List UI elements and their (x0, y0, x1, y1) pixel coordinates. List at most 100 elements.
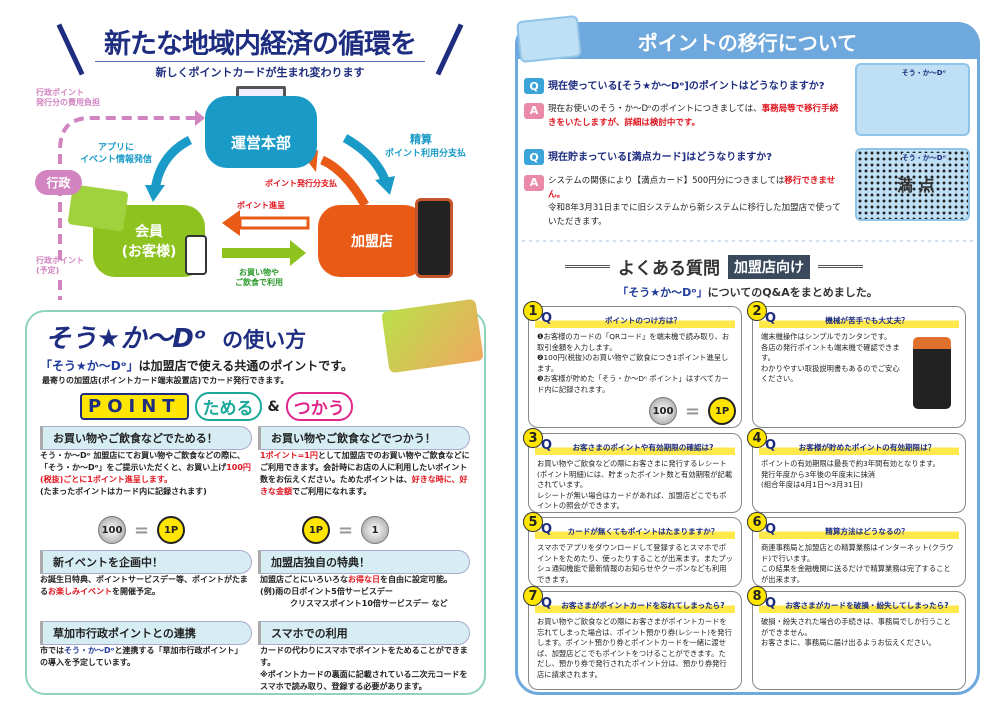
faq-question-text: ポイントのつけ方は？ (605, 316, 681, 325)
q-mark: Q (541, 311, 553, 326)
card-label: そう・か〜Dᵒ (901, 69, 946, 77)
earn-text: そう・か〜Dᵒ 加盟店にてお買い物やご飲食などの際に、「そう・か〜Dᵒ」をご提示… (40, 451, 245, 472)
old-card-thumbnail (515, 14, 583, 64)
dotted-divider (520, 239, 975, 243)
shopping-arrow (222, 248, 290, 258)
usage-lead-sub: 最寄りの加盟店(ポイントカード端末設置店)でカード発行できます。 (42, 376, 289, 385)
faq-question-text: カードが無くてもポイントはたまりますか？ (567, 527, 719, 536)
q-mark: Q (541, 438, 553, 453)
coin-equation-earn: 100 = 1P (98, 516, 186, 544)
section-text-use: 1ポイント=1円として加盟店でのお買い物やご飲食などにご利用できます。会計時にお… (260, 450, 475, 498)
migration-header (515, 22, 980, 59)
equals-sign: = (134, 519, 150, 541)
mascot-card-image (381, 298, 484, 374)
settle-label: ポイント利用分支払 (385, 149, 467, 159)
section-text-earn: そう・か〜Dᵒ 加盟店にてお買い物やご飲食などの際に、「そう・か〜Dᵒ」をご提示… (40, 450, 255, 498)
answer-1-text: 現在お使いのそう・か〜Dᵒのポイントにつきましては、 (548, 104, 762, 114)
equals-sign: = (685, 400, 701, 422)
use-text-end: でご利用になれます。 (292, 487, 372, 496)
issue-pay-label: ポイント発行分支払 (265, 179, 337, 188)
benefit-example-1: (例)雨の日ポイント5倍サービスデー (260, 587, 393, 596)
faq-question-text: お客さまがポイントカードを忘れてしまったら? (561, 601, 725, 610)
tameru-word: ためる (194, 392, 262, 421)
faq-answer: ❶お客様のカードの「QRコード」を端末機で読み取り、お取引金額を入力します。 ❷… (537, 332, 730, 394)
use-text: として加盟店でのお買い物やご飲食などにご利用できます。会計時にお店の人に利用した… (260, 451, 470, 484)
faq-answer: 商連事務局と加盟店との精算業務はインターネット(クラウド)で行います。 この結果… (761, 543, 954, 584)
faq-question-text: 精算方法はどうなるの？ (825, 527, 909, 536)
app-arrowhead (145, 185, 165, 202)
page-subtitle: 新しくポイントカードが生まれ変わります (155, 66, 365, 79)
settle-arrowhead (375, 176, 395, 195)
section-head-store-benefit: 加盟店独自の特典！ (258, 550, 470, 574)
heading-rule-left (565, 265, 610, 268)
q-mark: Q (541, 596, 553, 611)
migration-title: ポイントの移行について (637, 31, 858, 55)
section-text-store-benefit: 加盟店ごとにいろいろなお得な日を自由に設定可能。 (例)雨の日ポイント5倍サービ… (260, 574, 475, 610)
issue-pay-arrow (320, 155, 369, 208)
answer-2-red: 移行できません。 (548, 176, 836, 200)
faq-subtitle: 「そう★か〜Dᵒ」についてのQ&Aをまとめました。 (515, 284, 980, 300)
title-slash-left (56, 23, 85, 76)
event-text-red: お楽しみイベント (48, 587, 112, 596)
gov-brand: そう・か〜Dᵒ (64, 646, 115, 655)
benefit-text: 加盟店ごとにいろいろな (260, 575, 348, 584)
answer-1: A 現在お使いのそう・か〜Dᵒのポイントにつきましては、事務局等で移行手続きをい… (524, 103, 842, 130)
answer-2-text: システムの関係により【満点カード】500円分につきましては (548, 176, 785, 186)
answer-1-red: 事務局等で移行手続きをいたしますが、詳細は検討中です。 (548, 104, 839, 128)
faq-answer: 破損・紛失された場合の手続きは、事務局でしか行うことができません。 お客さまに、… (761, 617, 951, 648)
use-text-red: 1ポイント=1円 (260, 451, 318, 460)
title-slash-right (435, 23, 464, 76)
event-text: お誕生日特典、ポイントサービスデー等、ポイントがたまる (40, 575, 248, 596)
grant-arrow (238, 216, 310, 230)
faq-answer: ポイントの有効期限は最長で約3年間有効となります。 発行年度から3年後の年度末に… (761, 459, 940, 490)
coin-100-yen: 100 (98, 516, 126, 544)
gov-point-arrow (58, 280, 62, 300)
section-head-earn: お買い物やご飲食などでためる！ (40, 426, 252, 450)
question-2-text: 現在貯まっている[満点カード]はどうなりますか? (548, 152, 773, 163)
section-head-gov-point: 草加市行政ポイントとの連携 (40, 621, 252, 645)
faq-answer: 端末機操作はシンプルでカンタンです。 各店の発行ポイントも端末機で確認できます。… (761, 332, 900, 384)
gov-point-label: 行政ポイント (予定) (36, 256, 84, 276)
benefit-text-end: を自由に設定可能。 (380, 575, 452, 584)
tsukau-word: つかう (285, 392, 353, 421)
use-text-red2: 好きな時に、好きな金額 (260, 475, 468, 496)
benefit-example-2: クリスマスポイント10倍サービスデー など (290, 599, 448, 608)
settle-title: 精算 (410, 133, 432, 146)
faq-answer: スマホでアプリをダウンロードして登録するとスマホでポイントをためたり、使ったりす… (537, 543, 733, 584)
card-label: そう・か〜Dᵒ (901, 153, 946, 163)
page-title: 新たな地域内経済の循環を (95, 22, 425, 62)
usage-panel (25, 310, 486, 695)
section-head-use: お買い物やご飲食などでつかう！ (258, 426, 470, 450)
gov-text-end: と連携する「草加市行政ポイント」の導入を予定しています。 (40, 646, 243, 667)
faq-question-text: お客さまがカードを破損・紛失してしまったら? (785, 601, 949, 610)
shopping-label: お買い物や ご飲食で利用 (235, 268, 283, 288)
faq-question: Q ポイントのつけ方は？ (535, 311, 735, 328)
q-icon: Q (524, 78, 544, 94)
amp: & (267, 398, 280, 415)
faq-answer: お買い物やご飲食などの際にお客さまがポイントカードを忘れてしまった場合は、ポイン… (537, 617, 732, 679)
section-text-gov-point: 市ではそう・か〜Dᵒと連携する「草加市行政ポイント」の導入を予定しています。 (40, 645, 250, 669)
usage-lead: 「そう★か〜Dᵒ」は加盟店で使える共通のポイントです。 (40, 357, 353, 374)
question-1-text: 現在使っている[そう★か〜Dᵒ]のポイントはどうなりますか? (548, 81, 825, 92)
section-text-event: お誕生日特典、ポイントサービスデー等、ポイントがたまるお楽しみイベントを開催予定… (40, 574, 255, 598)
a-icon: A (524, 175, 544, 191)
faq-question-text: お客様が貯めたポイントの有効期限は？ (798, 443, 936, 452)
question-1: Q 現在使っている[そう★か〜Dᵒ]のポイントはどうなりますか? (524, 77, 825, 94)
app-arrow (150, 135, 193, 191)
earn-note: (たまったポイントはカード内に記録されます) (40, 487, 207, 496)
heading-rule-right (818, 265, 863, 268)
member-sublabel: (お客様) (121, 244, 177, 260)
gov-text: 市では (40, 646, 64, 655)
coin-1p: 1P (157, 516, 186, 544)
answer-2: A システムの関係により【満点カード】500円分につきましては移行できません。令… (524, 175, 842, 229)
full-stamp-mark: 満 点 (897, 176, 935, 195)
coin-1p: 1P (302, 516, 330, 544)
